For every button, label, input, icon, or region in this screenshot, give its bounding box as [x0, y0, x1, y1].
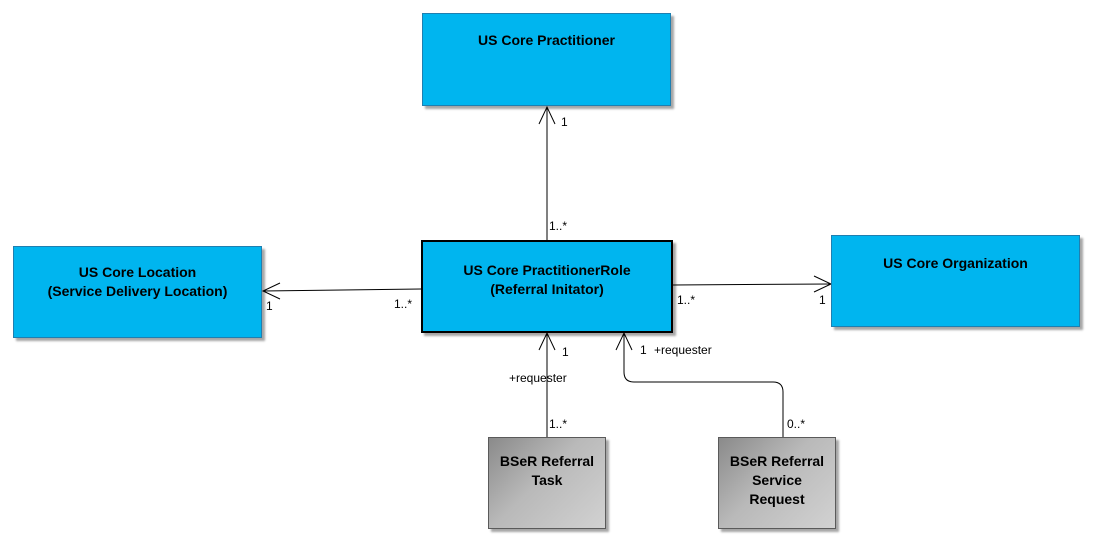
class-subtitle: Task — [531, 472, 563, 488]
class-bser-referral-task[interactable]: BSeR Referral Task — [488, 437, 606, 529]
class-title: US Core PractitionerRole — [463, 262, 631, 278]
mult-organization-target: 1 — [819, 293, 826, 307]
mult-service-request-target: 1 — [640, 343, 647, 357]
class-us-core-location[interactable]: US Core Location (Service Delivery Locat… — [13, 246, 262, 338]
class-title: BSeR Referral — [499, 453, 595, 469]
class-us-core-practitionerrole[interactable]: US Core PractitionerRole (Referral Inita… — [421, 240, 673, 333]
service-request-role-line — [623, 333, 784, 437]
class-bser-referral-service-request[interactable]: BSeR Referral Service Request — [718, 437, 836, 529]
mult-organization-source: 1..* — [677, 293, 696, 307]
mult-task-target: 1 — [562, 345, 569, 359]
class-subtitle: (Service Delivery Location) — [47, 283, 228, 299]
class-subtitle: (Referral Initator) — [490, 281, 604, 297]
class-us-core-practitioner[interactable]: US Core Practitioner — [422, 13, 671, 106]
mult-practitioner-source: 1..* — [549, 219, 568, 233]
role-location-arrowhead — [261, 282, 281, 300]
role-location-line — [262, 288, 422, 292]
role-organization-line — [672, 283, 832, 286]
task-role-arrowhead — [538, 331, 556, 351]
class-title: US Core Practitioner — [478, 32, 615, 48]
class-us-core-organization[interactable]: US Core Organization — [831, 235, 1080, 327]
class-title: US Core Organization — [883, 255, 1028, 271]
role-name-service-request-requester: +requester — [654, 343, 712, 357]
role-name-task-requester: +requester — [509, 371, 567, 385]
mult-service-request-source: 0..* — [787, 417, 806, 431]
class-subtitle: Service — [752, 472, 802, 488]
mult-task-source: 1..* — [549, 417, 568, 431]
mult-location-source: 1..* — [394, 297, 413, 311]
service-request-role-arrowhead — [615, 331, 633, 351]
role-practitioner-arrowhead — [538, 105, 556, 125]
mult-practitioner-target: 1 — [561, 115, 568, 129]
class-subtitle: Request — [749, 491, 805, 507]
mult-location-target: 1 — [266, 299, 273, 313]
class-title: US Core Location — [78, 264, 197, 280]
class-title: BSeR Referral — [729, 453, 825, 469]
